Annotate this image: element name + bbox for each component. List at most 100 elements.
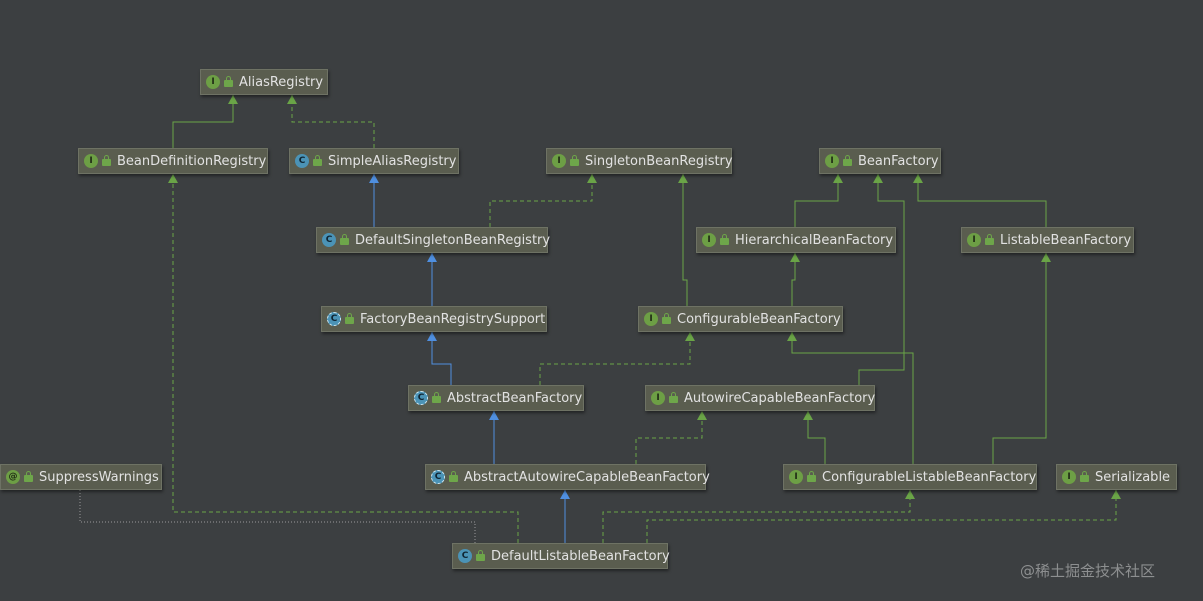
node-label: BeanDefinitionRegistry <box>117 153 267 169</box>
public-visibility-icon <box>476 549 485 561</box>
node-abstract-bean-factory[interactable]: C AbstractBeanFactory <box>408 385 584 411</box>
public-visibility-icon <box>340 233 349 245</box>
public-visibility-icon <box>313 154 322 166</box>
arrowhead <box>697 411 707 420</box>
node-serializable[interactable]: I Serializable <box>1056 464 1177 490</box>
interface-icon: I <box>789 470 803 484</box>
arrowhead <box>790 253 800 262</box>
node-label: HierarchicalBeanFactory <box>735 232 894 248</box>
node-listable-bean-factory[interactable]: I ListableBeanFactory <box>961 227 1134 253</box>
arrowhead <box>168 174 178 183</box>
edge-extends-interface <box>858 174 905 385</box>
edge-extends-interface <box>172 95 238 148</box>
public-visibility-icon <box>807 470 816 482</box>
public-visibility-icon <box>224 75 233 87</box>
node-label: SingletonBeanRegistry <box>585 153 733 169</box>
edge-implements <box>635 411 707 464</box>
arrowhead <box>427 253 437 262</box>
public-visibility-icon <box>102 154 111 166</box>
node-configurable-bean-factory[interactable]: I ConfigurableBeanFactory <box>638 306 843 332</box>
node-label: Serializable <box>1095 469 1171 485</box>
interface-icon: I <box>651 391 665 405</box>
node-label: ConfigurableListableBeanFactory <box>822 469 1037 485</box>
node-label: SuppressWarnings <box>39 469 159 485</box>
interface-icon: I <box>1062 470 1076 484</box>
edge-extends-class <box>427 332 452 385</box>
node-label: DefaultSingletonBeanRegistry <box>355 232 551 248</box>
edge-implements <box>287 95 375 148</box>
abstract-icon: C <box>431 470 445 484</box>
edge-implements <box>489 174 597 227</box>
node-simple-alias-registry[interactable]: C SimpleAliasRegistry <box>289 148 459 174</box>
arrowhead <box>427 332 437 341</box>
node-suppress-warnings[interactable]: @ SuppressWarnings <box>0 464 162 490</box>
interface-icon: I <box>644 312 658 326</box>
edge-extends-class <box>560 490 570 543</box>
node-bean-factory[interactable]: I BeanFactory <box>819 148 941 174</box>
class-icon: C <box>458 549 472 563</box>
interface-icon: I <box>967 233 981 247</box>
edge-extends-interface <box>790 253 800 306</box>
arrowhead <box>905 490 915 499</box>
arrowhead <box>1041 253 1051 262</box>
arrowhead <box>833 174 843 183</box>
node-default-listable-bean-factory[interactable]: C DefaultListableBeanFactory <box>452 543 670 569</box>
node-label: ConfigurableBeanFactory <box>677 311 841 327</box>
node-label: DefaultListableBeanFactory <box>491 548 670 564</box>
node-label: AbstractBeanFactory <box>447 390 583 406</box>
edge-implements <box>539 332 695 385</box>
edge-extends-class <box>489 411 499 464</box>
arrowhead <box>873 174 883 183</box>
node-label: AliasRegistry <box>239 74 324 90</box>
node-factory-bean-registry-support[interactable]: C FactoryBeanRegistrySupport <box>321 306 547 332</box>
edge-extends-interface <box>678 174 688 306</box>
arrowhead <box>803 411 813 420</box>
node-autowire-capable-bean-factory[interactable]: I AutowireCapableBeanFactory <box>645 385 875 411</box>
public-visibility-icon <box>1080 470 1089 482</box>
public-visibility-icon <box>843 154 852 166</box>
edge-extends-interface <box>794 174 843 227</box>
node-abstract-autowire-capable-bean-factory[interactable]: C AbstractAutowireCapableBeanFactory <box>425 464 710 490</box>
arrowhead <box>685 332 695 341</box>
arrowhead <box>787 332 797 341</box>
interface-icon: I <box>825 154 839 168</box>
public-visibility-icon <box>24 470 33 482</box>
annotation-icon: @ <box>6 470 20 484</box>
edge-annotated-by <box>79 490 476 543</box>
edge-implements <box>646 490 1121 543</box>
abstract-icon: C <box>327 312 341 326</box>
watermark: @稀土掘金技术社区 <box>1020 562 1156 580</box>
node-label: AbstractAutowireCapableBeanFactory <box>464 469 710 485</box>
public-visibility-icon <box>345 312 354 324</box>
node-label: ListableBeanFactory <box>1000 232 1132 248</box>
node-configurable-listable-bean-factory[interactable]: I ConfigurableListableBeanFactory <box>783 464 1037 490</box>
public-visibility-icon <box>570 154 579 166</box>
interface-icon: I <box>702 233 716 247</box>
arrowhead <box>489 411 499 420</box>
node-hierarchical-bean-factory[interactable]: I HierarchicalBeanFactory <box>696 227 896 253</box>
public-visibility-icon <box>449 470 458 482</box>
abstract-icon: C <box>414 391 428 405</box>
node-label: FactoryBeanRegistrySupport <box>360 311 546 327</box>
arrowhead <box>678 174 688 183</box>
public-visibility-icon <box>985 233 994 245</box>
arrowhead <box>1111 490 1121 499</box>
public-visibility-icon <box>720 233 729 245</box>
edge-extends-interface <box>992 253 1051 464</box>
class-icon: C <box>295 154 309 168</box>
node-label: SimpleAliasRegistry <box>328 153 457 169</box>
arrowhead <box>287 95 297 104</box>
public-visibility-icon <box>662 312 671 324</box>
arrowhead <box>587 174 597 183</box>
node-label: AutowireCapableBeanFactory <box>684 390 876 406</box>
arrowhead <box>228 95 238 104</box>
arrowhead <box>369 174 379 183</box>
edge-extends-class <box>369 174 379 227</box>
edge-extends-class <box>427 253 437 306</box>
node-label: BeanFactory <box>858 153 939 169</box>
